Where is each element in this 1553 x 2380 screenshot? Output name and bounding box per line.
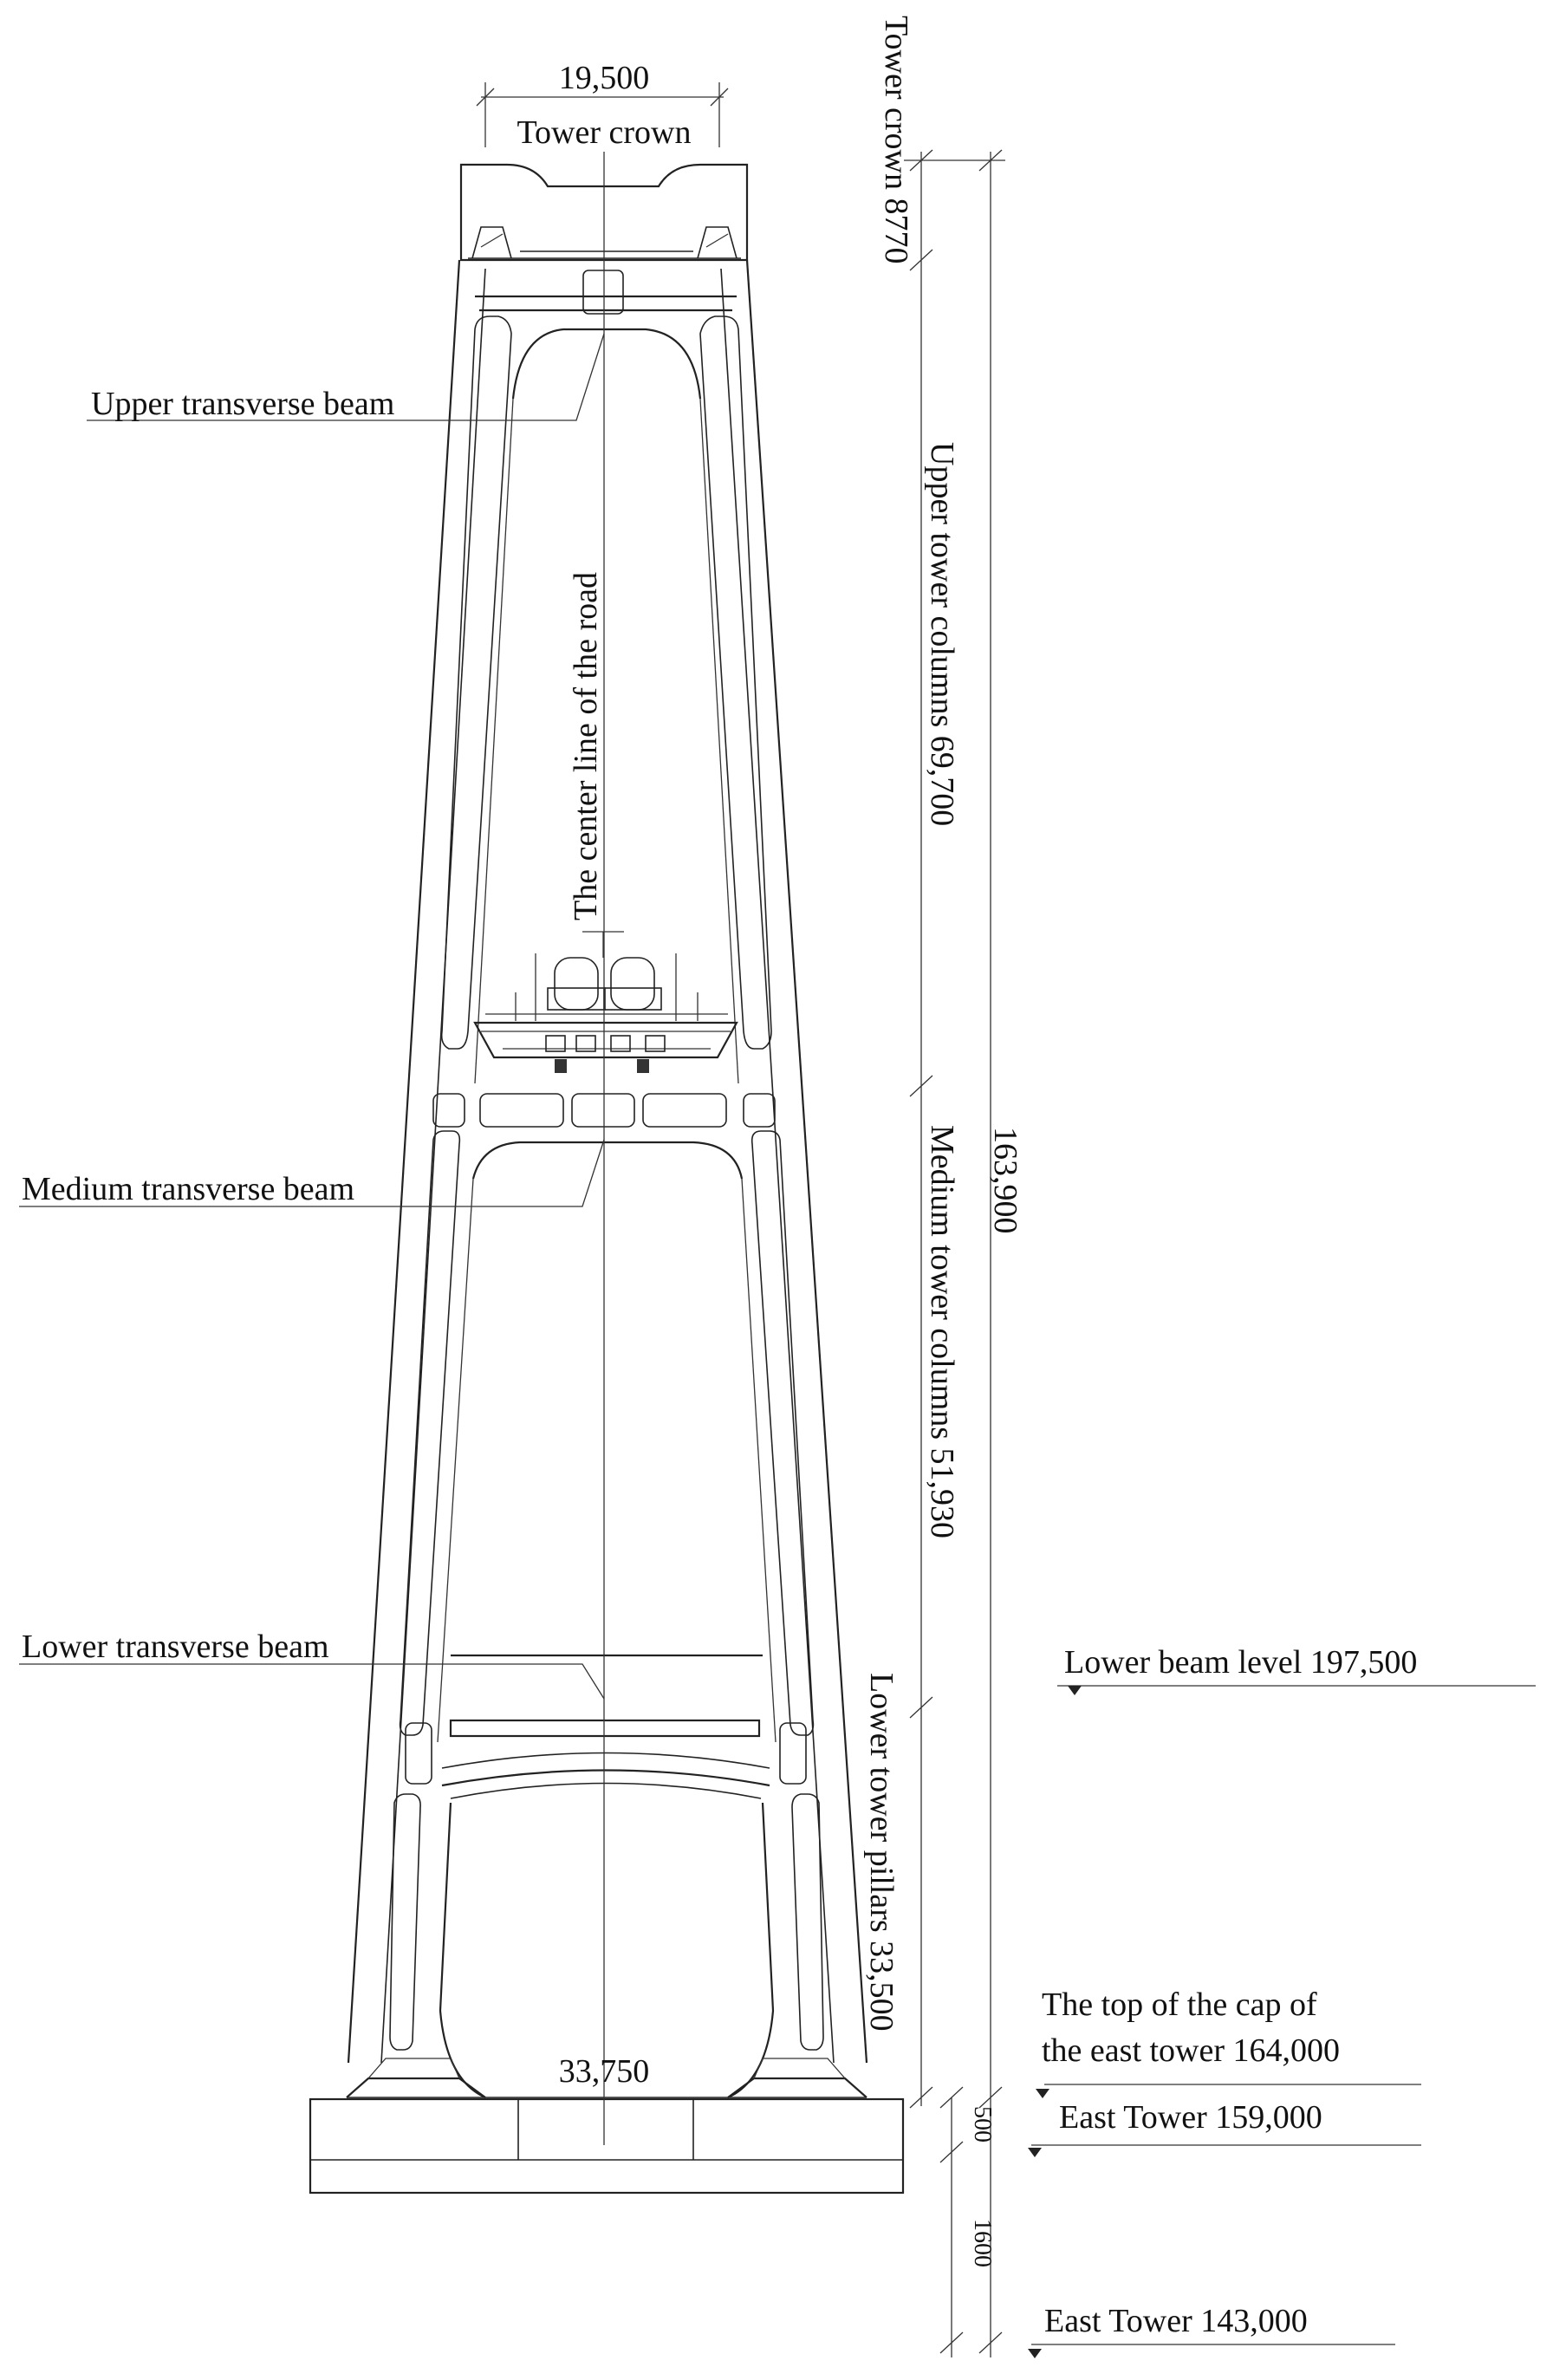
cap-top-level-label-line1: The top of the cap of (1042, 1987, 1317, 2023)
east-tower-159000-label: East Tower 159,000 (1059, 2099, 1322, 2136)
cap-thickness-dimension-label: 500 (969, 2106, 996, 2143)
pile-depth-dimension-label: 1600 (969, 2219, 996, 2267)
total-height-dimension-label: 163,900 (987, 1127, 1023, 1234)
vertical-dimension-chains (904, 149, 1005, 2357)
tower-outline (347, 259, 868, 2064)
medium-transverse-beam (432, 1093, 776, 1180)
leader-lines (19, 333, 605, 1700)
upper-columns (440, 315, 772, 1084)
upper-transverse-beam-label: Upper transverse beam (91, 386, 394, 422)
lower-pillars-dimension-label: Lower tower pillars 33,500 (863, 1673, 900, 2032)
crown-width-dimension (476, 82, 729, 147)
lower-pillars (389, 1793, 824, 2099)
base-width-label: 33,750 (559, 2053, 650, 2090)
medium-columns-dimension-label: Medium tower columns 51,930 (924, 1125, 960, 1538)
center-line-label: The center line of the road (568, 572, 604, 920)
medium-transverse-beam-label: Medium transverse beam (22, 1171, 354, 1207)
deck-girder (473, 931, 738, 1073)
cap-top-level-label-line2: the east tower 164,000 (1042, 2032, 1340, 2069)
tower-crown-dimension-label: Tower crown 8770 (878, 16, 914, 263)
lower-transverse-beam (405, 1654, 807, 1799)
upper-transverse-beam (475, 295, 737, 400)
tower-crown-label: Tower crown (517, 114, 692, 151)
lower-transverse-beam-label: Lower transverse beam (22, 1629, 329, 1665)
lower-beam-level-label: Lower beam level 197,500 (1064, 1644, 1417, 1681)
pile-cap (309, 2058, 905, 2195)
upper-columns-dimension-label: Upper tower columns 69,700 (924, 442, 960, 826)
medium-columns (399, 1130, 815, 1743)
crown-width-label: 19,500 (559, 60, 650, 96)
level-markers (1028, 1685, 1536, 2358)
east-tower-143000-label: East Tower 143,000 (1044, 2303, 1308, 2339)
